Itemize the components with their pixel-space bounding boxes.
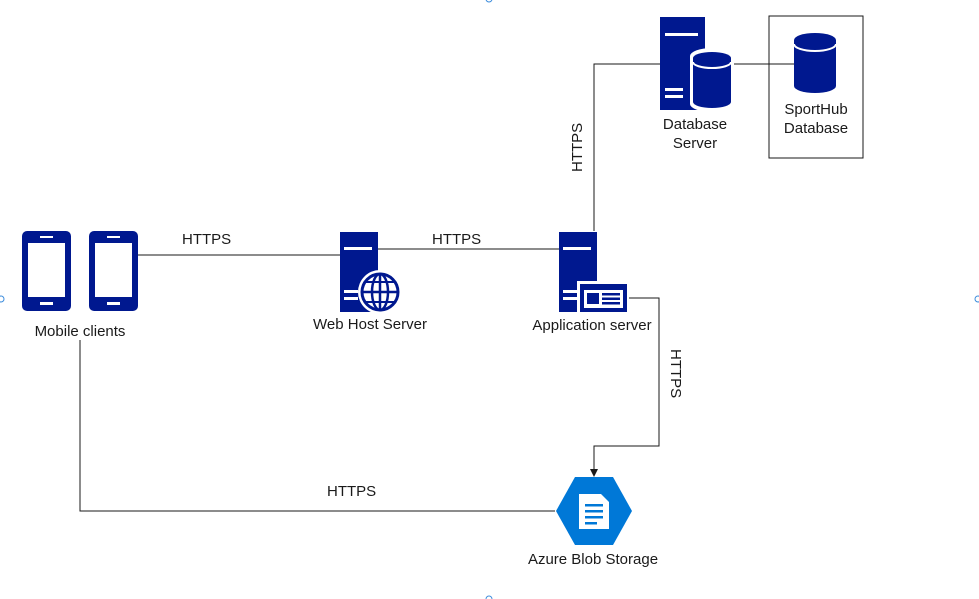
- database-cylinder-icon: [793, 33, 837, 93]
- node-label-sporthub-line2: Database: [784, 120, 848, 137]
- smartphone-icon: [89, 231, 138, 311]
- edge-app-db[interactable]: [593, 63, 660, 231]
- node-application-server[interactable]: Application server: [532, 232, 652, 334]
- edge-label-app-blob: HTTPS: [667, 349, 684, 398]
- node-azure-blob-storage[interactable]: Azure Blob Storage: [528, 477, 658, 568]
- node-label-azure-blob-storage: Azure Blob Storage: [528, 551, 658, 568]
- azure-blob-storage-icon: [556, 477, 632, 545]
- node-web-host-server[interactable]: Web Host Server: [313, 232, 427, 333]
- web-server-icon: [340, 232, 402, 314]
- edge-label-web-app: HTTPS: [432, 231, 481, 248]
- smartphone-icon: [22, 231, 71, 311]
- handle-top[interactable]: [485, 0, 493, 3]
- node-sporthub-database[interactable]: SportHub Database: [768, 15, 864, 159]
- arrowhead-blob: [590, 469, 598, 477]
- node-label-application-server: Application server: [532, 317, 651, 334]
- application-server-icon: [559, 232, 629, 314]
- edge-label-app-db: HTTPS: [569, 123, 586, 172]
- handle-left[interactable]: [0, 295, 5, 303]
- database-server-icon: [660, 17, 734, 112]
- node-label-mobile-clients: Mobile clients: [35, 323, 126, 340]
- edge-app-blob[interactable]: [593, 297, 660, 470]
- node-label-database-server-line2: Server: [673, 135, 717, 152]
- edge-label-mobile-blob: HTTPS: [327, 483, 376, 500]
- handle-bottom[interactable]: [485, 595, 493, 599]
- node-label-sporthub-line1: SportHub: [784, 101, 847, 118]
- node-mobile-clients[interactable]: Mobile clients: [22, 231, 138, 340]
- node-database-server[interactable]: Database Server: [660, 17, 734, 152]
- node-label-database-server-line1: Database: [663, 116, 727, 133]
- node-label-web-host-server: Web Host Server: [313, 316, 427, 333]
- connectors: [79, 63, 794, 512]
- edge-mobile-blob[interactable]: [79, 340, 555, 512]
- sporthub-frame: [768, 15, 864, 159]
- handle-right[interactable]: [974, 295, 979, 303]
- edge-label-mobile-web: HTTPS: [182, 231, 231, 248]
